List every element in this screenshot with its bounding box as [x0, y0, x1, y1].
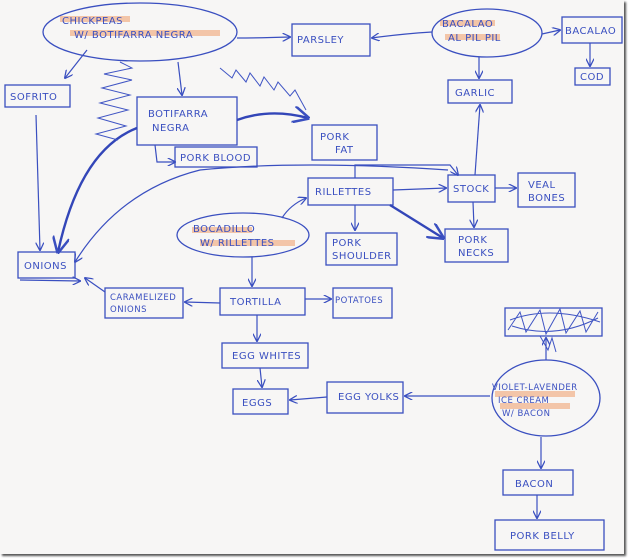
- edge: [290, 397, 328, 400]
- node-bacalao: BACALAO: [561, 16, 623, 44]
- node-label: BONES: [528, 193, 565, 204]
- node-label: ONIONS: [24, 261, 67, 272]
- edge: [35, 114, 40, 250]
- node-label: POTATOES: [335, 296, 383, 306]
- edge: [75, 164, 449, 262]
- node-label: GARLIC: [455, 88, 495, 99]
- scribbled-edge: [94, 61, 134, 141]
- node-garlic: GARLIC: [447, 79, 513, 104]
- node-parsley: PARSLEY: [291, 23, 371, 57]
- highlight: [192, 227, 252, 233]
- node-label: ONIONS: [110, 305, 147, 315]
- node-label: PORK BELLY: [510, 531, 575, 542]
- edge: [392, 188, 446, 190]
- highlight: [495, 391, 575, 397]
- node-label: BACALAO: [565, 26, 616, 37]
- node-label: BOCADILLO: [193, 224, 255, 235]
- highlight: [200, 240, 295, 246]
- highlight: [70, 30, 220, 36]
- edge: [389, 203, 443, 238]
- edge: [154, 144, 175, 162]
- node-label: VIOLET-LAVENDER: [492, 383, 578, 393]
- node-label: BACALAO: [442, 19, 493, 30]
- node-pork-shoulder: PORK SHOULDER: [325, 232, 398, 266]
- edge: [236, 37, 290, 38]
- node-label: EGG WHITES: [232, 351, 301, 362]
- node-label: NEGRA: [152, 123, 189, 134]
- node-ice-cream: VIOLET-LAVENDER ICE CREAM W/ BACON: [491, 359, 601, 437]
- node-label: SHOULDER: [332, 251, 392, 262]
- node-label: CHICKPEAS: [62, 16, 123, 27]
- node-rillettes: RILLETTES: [307, 177, 394, 206]
- node-pork-necks: PORK NECKS: [444, 228, 509, 263]
- node-bacalao-al-pil-pil: BACALAO AL PIL PIL: [431, 8, 543, 58]
- edges: [19, 30, 590, 518]
- node-potatoes: POTATOES: [332, 287, 393, 319]
- edge: [372, 31, 433, 38]
- node-label: PORK: [320, 132, 349, 143]
- node-label: BACON: [515, 479, 553, 490]
- node-label: SOFRITO: [10, 92, 57, 103]
- node-eggs: EGGS: [232, 388, 289, 415]
- node-label: COD: [580, 72, 604, 83]
- node-label: EGG YOLKS: [338, 392, 399, 403]
- edge: [541, 30, 560, 34]
- node-label: W/ RILLETTES: [200, 238, 275, 249]
- node-label: ICE CREAM: [498, 396, 549, 406]
- scribbled-edge: [219, 67, 307, 111]
- node-label: CARAMELIZED: [110, 293, 176, 303]
- node-label: W/ BACON: [502, 409, 550, 419]
- node-label: PORK BLOOD: [180, 153, 251, 164]
- scribbled-node: [504, 307, 603, 353]
- node-chickpeas: CHICKPEAS W/ BOTIFARRA NEGRA: [42, 2, 238, 62]
- node-label: STOCK: [453, 184, 489, 195]
- edge: [178, 61, 182, 95]
- node-cod: COD: [574, 67, 611, 86]
- node-tortilla: TORTILLA: [219, 287, 306, 316]
- edge: [185, 302, 221, 303]
- node-pork-fat: PORK FAT: [311, 124, 378, 161]
- node-pork-blood: PORK BLOOD: [174, 146, 258, 168]
- highlight: [500, 403, 570, 409]
- node-label: PORK: [332, 238, 361, 249]
- node-onions: ONIONS: [17, 251, 76, 279]
- edge: [85, 278, 106, 293]
- node-veal-bones: VEAL BONES: [517, 172, 576, 208]
- node-stock: STOCK: [447, 174, 496, 203]
- highlight: [60, 16, 130, 22]
- node-egg-yolks: EGG YOLKS: [326, 381, 404, 414]
- node-caramelized-onions: CARAMELIZED ONIONS: [104, 287, 184, 319]
- highlight: [445, 34, 500, 40]
- node-label: RILLETTES: [315, 187, 372, 198]
- edge: [58, 126, 138, 252]
- node-label: PARSLEY: [297, 35, 344, 46]
- node-label: AL PIL PIL: [448, 33, 501, 44]
- node-label: TORTILLA: [229, 297, 281, 308]
- node-bocadillo: BOCADILLO W/ RILLETTES: [176, 212, 310, 258]
- paper-sheet: [0, 0, 624, 554]
- edge: [281, 198, 306, 219]
- node-pork-belly: PORK BELLY: [494, 519, 605, 551]
- edge: [354, 164, 458, 178]
- edge: [260, 367, 262, 387]
- node-bacon: BACON: [502, 469, 574, 496]
- edge: [474, 105, 480, 176]
- node-botifarra-negra: BOTIFARRA NEGRA: [136, 96, 238, 146]
- node-label: PORK: [458, 235, 487, 246]
- node-sofrito: SOFRITO: [4, 84, 71, 108]
- edge: [65, 49, 88, 78]
- node-label: BOTIFARRA: [148, 109, 208, 120]
- node-egg-whites: EGG WHITES: [221, 342, 309, 369]
- edge: [19, 280, 80, 281]
- node-label: W/ BOTIFARRA NEGRA: [74, 30, 193, 41]
- highlight: [440, 20, 495, 26]
- node-label: VEAL: [528, 180, 556, 191]
- node-label: FAT: [335, 145, 354, 156]
- node-label: EGGS: [242, 398, 272, 409]
- edge: [236, 113, 308, 120]
- node-label: NECKS: [458, 248, 494, 259]
- edge: [473, 201, 474, 227]
